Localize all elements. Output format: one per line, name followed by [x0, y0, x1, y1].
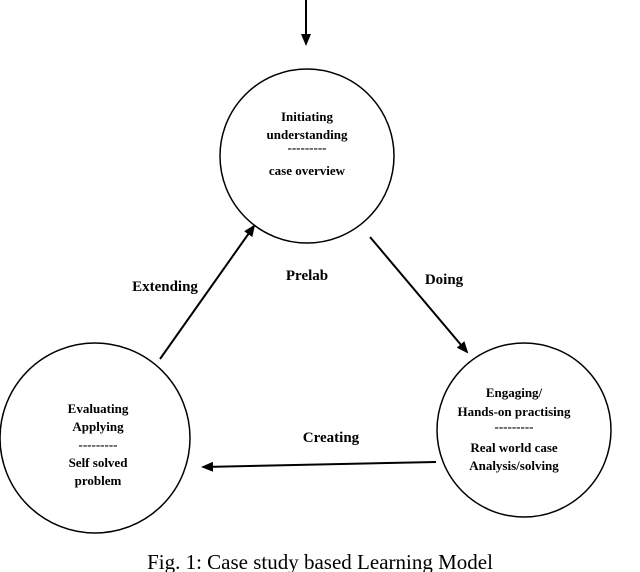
- node-initiating-divider: ---------: [288, 140, 327, 155]
- label-creating: Creating: [303, 430, 360, 446]
- node-evaluating-circle: [0, 342, 191, 534]
- node-evaluating-line3: Self solved: [69, 455, 129, 470]
- figure-caption: Fig. 1: Case study based Learning Model: [147, 550, 493, 572]
- node-engaging-line4: Analysis/solving: [469, 458, 559, 473]
- node-evaluating-line1: Evaluating: [68, 401, 129, 416]
- edge-creating-arrow: [201, 461, 437, 472]
- node-evaluating: Evaluating Applying --------- Self solve…: [0, 342, 191, 534]
- node-engaging-line3: Real world case: [470, 440, 558, 455]
- node-engaging-line1: Engaging/: [486, 385, 543, 400]
- node-engaging: Engaging/ Hands-on practising --------- …: [436, 342, 612, 518]
- node-engaging-divider: ---------: [495, 419, 534, 434]
- node-initiating: Initiating understanding --------- case …: [219, 68, 395, 244]
- node-initiating-line3: case overview: [269, 163, 346, 178]
- node-evaluating-divider: ---------: [79, 437, 118, 452]
- label-doing: Doing: [425, 272, 464, 288]
- edge-extending-arrow: [159, 224, 256, 360]
- node-engaging-line2: Hands-on practising: [457, 404, 571, 419]
- node-initiating-line2: understanding: [267, 127, 348, 142]
- node-initiating-line1: Initiating: [281, 109, 334, 124]
- node-evaluating-line2: Applying: [72, 419, 124, 434]
- node-evaluating-line4: problem: [75, 473, 122, 488]
- label-extending: Extending: [132, 279, 198, 295]
- edge-doing-arrow: [369, 236, 469, 354]
- node-engaging-circle: [436, 342, 612, 518]
- label-prelab: Prelab: [286, 268, 328, 284]
- node-initiating-circle: [219, 68, 395, 244]
